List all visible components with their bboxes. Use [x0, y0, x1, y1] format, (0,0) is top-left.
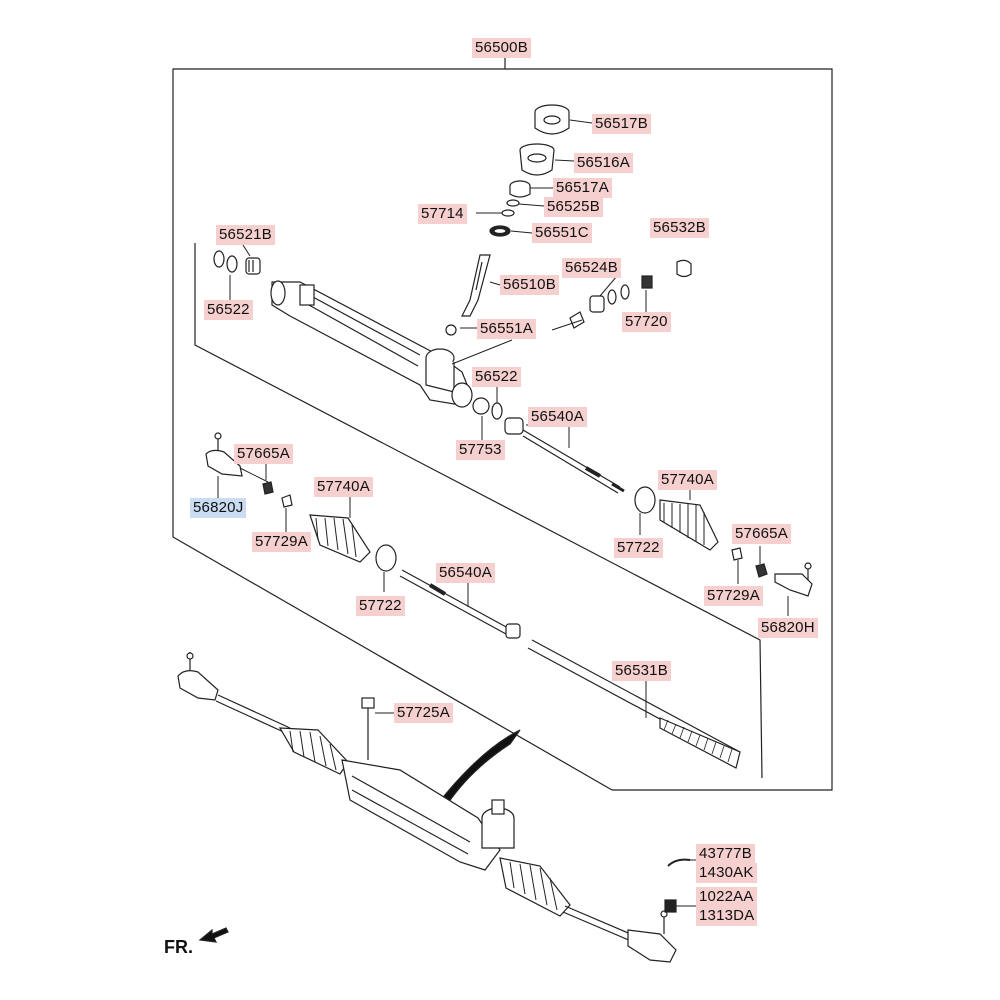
- part-label-56500B[interactable]: 56500B: [472, 38, 531, 58]
- part-label-1430AK[interactable]: 1430AK: [696, 863, 757, 883]
- right-tie-rod-end: [774, 562, 813, 597]
- left-boot: [309, 514, 397, 572]
- part-label-56522-left[interactable]: 56522: [204, 300, 253, 320]
- rack-bar: [527, 639, 741, 769]
- inner-tie-rod-upper: [472, 397, 625, 494]
- assembled-steering-gear: [177, 652, 677, 963]
- hardware-small: [664, 858, 691, 913]
- inner-tie-rod-lower: [399, 569, 521, 639]
- part-label-56540A-lower[interactable]: 56540A: [436, 563, 495, 583]
- part-label-57740A-left[interactable]: 57740A: [314, 477, 373, 497]
- part-label-57714[interactable]: 57714: [418, 204, 467, 224]
- left-tie-rod-end: [205, 432, 293, 508]
- part-label-57725A[interactable]: 57725A: [394, 703, 453, 723]
- transition-arrow: [434, 729, 521, 807]
- part-label-57722-right[interactable]: 57722: [614, 538, 663, 558]
- part-label-56540A-upper[interactable]: 56540A: [528, 407, 587, 427]
- left-seals: [213, 250, 261, 275]
- part-label-56516A[interactable]: 56516A: [574, 153, 633, 173]
- part-label-56524B[interactable]: 56524B: [562, 258, 621, 278]
- part-label-56525B[interactable]: 56525B: [544, 197, 603, 217]
- part-label-57720[interactable]: 57720: [622, 312, 671, 332]
- part-label-57729A-left[interactable]: 57729A: [252, 532, 311, 552]
- right-boot: [634, 486, 768, 578]
- part-label-57753[interactable]: 57753: [456, 440, 505, 460]
- part-label-57722-left[interactable]: 57722: [356, 596, 405, 616]
- part-label-1022AA[interactable]: 1022AA: [696, 887, 757, 907]
- part-label-57665A-right[interactable]: 57665A: [732, 524, 791, 544]
- part-label-56510B[interactable]: 56510B: [500, 275, 559, 295]
- front-arrow-icon: [198, 927, 229, 943]
- part-label-56820J[interactable]: 56820J: [190, 498, 247, 518]
- part-label-56517A[interactable]: 56517A: [553, 178, 612, 198]
- part-label-56522-mid[interactable]: 56522: [472, 367, 521, 387]
- part-label-56551C[interactable]: 56551C: [532, 223, 592, 243]
- part-label-57665A-left[interactable]: 57665A: [234, 444, 293, 464]
- part-label-56551A[interactable]: 56551A: [477, 319, 536, 339]
- part-label-43777B[interactable]: 43777B: [696, 844, 755, 864]
- assembly-frame: [172, 58, 833, 791]
- part-label-56532B[interactable]: 56532B: [650, 218, 709, 238]
- part-label-56820H[interactable]: 56820H: [758, 618, 818, 638]
- leader-lines: [217, 119, 789, 907]
- pinion-stack: [445, 104, 570, 336]
- yoke-parts: [569, 259, 692, 329]
- part-label-56517B[interactable]: 56517B: [592, 114, 651, 134]
- part-label-1313DA[interactable]: 1313DA: [696, 906, 758, 926]
- front-direction-label: FR.: [164, 937, 193, 957]
- part-label-56531B[interactable]: 56531B: [612, 661, 671, 681]
- part-label-56521B[interactable]: 56521B: [216, 225, 275, 245]
- rack-housing-exploded: [270, 280, 473, 408]
- part-label-57740A-right[interactable]: 57740A: [658, 470, 717, 490]
- part-label-57729A-right[interactable]: 57729A: [704, 586, 763, 606]
